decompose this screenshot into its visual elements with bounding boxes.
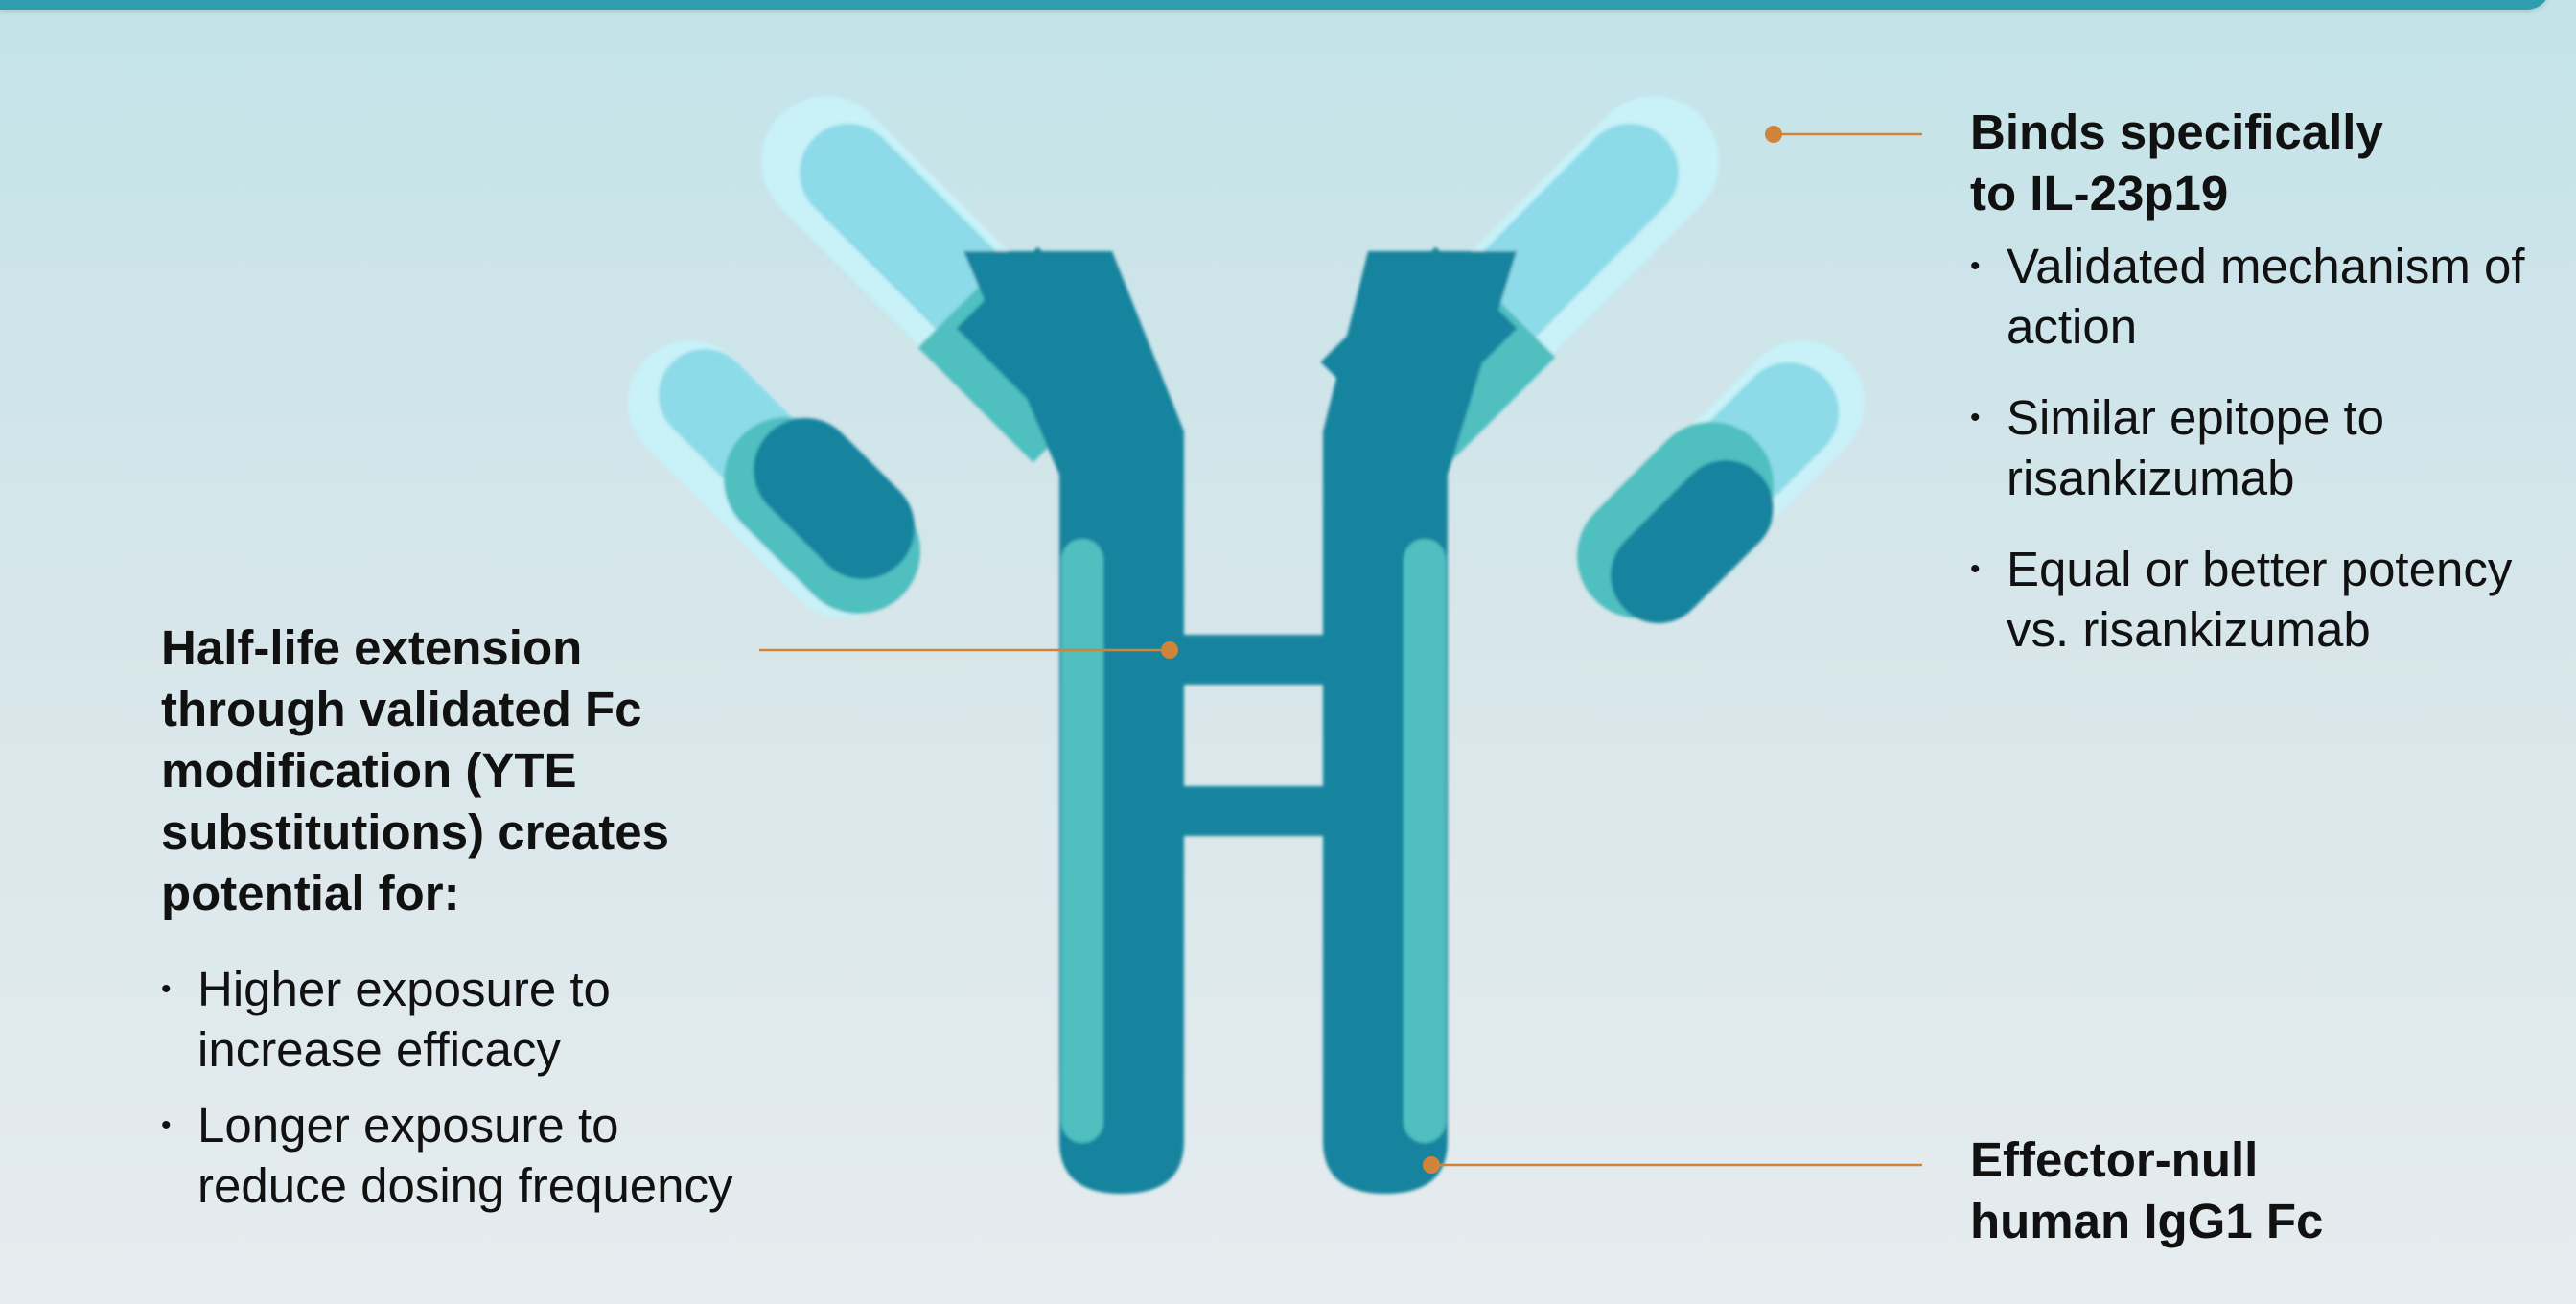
list-item: Higher exposure to increase efficacy xyxy=(161,959,775,1080)
list-item: Longer exposure to reduce dosing frequen… xyxy=(161,1095,775,1216)
binds-bullet-list: Validated mechanism of action Similar ep… xyxy=(1970,236,2564,660)
left-light-chain xyxy=(690,395,863,556)
half-life-callout: Half-life extension through validated Fc… xyxy=(161,617,775,1231)
half-life-bullet-list: Higher exposure to increase efficacy Lon… xyxy=(161,959,775,1216)
binds-heading: Binds specifically to IL-23p19 xyxy=(1970,102,2430,224)
callout-fc-connector xyxy=(1423,1156,1922,1174)
fc-callout: Effector-null human IgG1 Fc xyxy=(1970,1129,2545,1252)
hinge-bridge-lower xyxy=(1174,786,1333,836)
list-item: Similar epitope to risankizumab xyxy=(1970,387,2564,508)
list-item: Validated mechanism of action xyxy=(1970,236,2564,357)
list-item: Equal or better potency vs. risankizumab xyxy=(1970,539,2564,660)
right-stem-stripe xyxy=(1404,539,1446,1143)
binds-callout: Binds specifically to IL-23p19 Validated… xyxy=(1970,102,2564,690)
hinge-bridge-upper xyxy=(1174,635,1333,685)
half-life-heading: Half-life extension through validated Fc… xyxy=(161,617,698,924)
left-stem-stripe xyxy=(1061,539,1103,1143)
right-light-chain xyxy=(1639,403,1802,575)
callout-binds-connector xyxy=(1765,126,1922,143)
fc-heading: Effector-null human IgG1 Fc xyxy=(1970,1129,2373,1252)
